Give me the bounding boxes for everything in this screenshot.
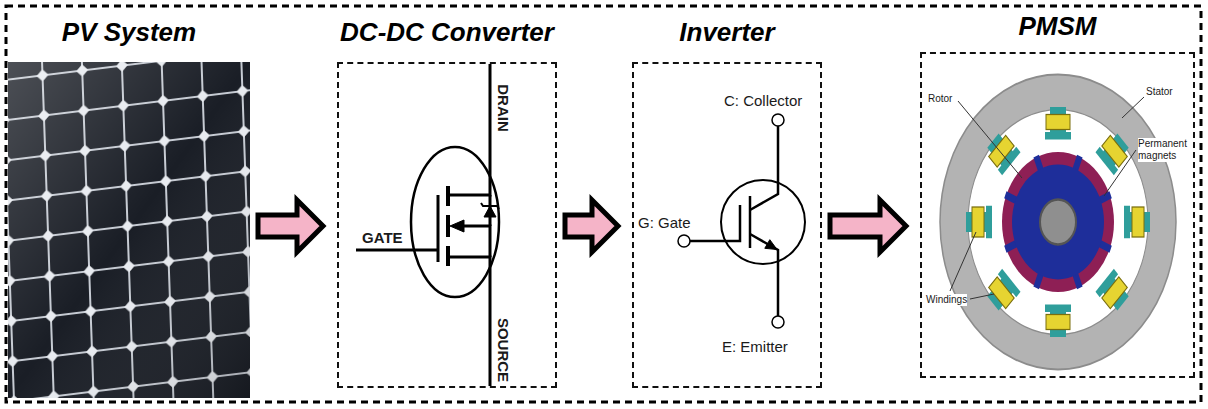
pmsm-drawing	[1095, 129, 1132, 175]
pin-name: GATE	[362, 229, 403, 247]
igbt-symbol	[690, 205, 740, 241]
pmsm-drawing	[1045, 305, 1071, 338]
igbt-symbol	[772, 114, 784, 126]
terminal-name: G: Gate	[638, 214, 691, 232]
pmsm-drawing	[1102, 135, 1127, 167]
pmsm-drawing	[972, 207, 984, 237]
flow-arrow	[565, 200, 618, 252]
terminal-name: E: Emitter	[722, 338, 788, 356]
igbt-symbol	[678, 235, 690, 247]
pmsm-drawing	[966, 206, 992, 239]
pmsm-drawing	[1004, 155, 1112, 290]
solar-panel-picture	[8, 62, 250, 398]
flow-arrow	[258, 200, 323, 252]
igbt-symbol	[721, 180, 805, 264]
panel-frame	[8, 62, 250, 398]
mosfet-symbol	[484, 206, 496, 217]
pmsm-drawing	[984, 129, 1021, 175]
solar-panel-picture	[8, 62, 250, 398]
pmsm-drawing	[1124, 206, 1130, 239]
pmsm-drawing	[1095, 269, 1132, 315]
leader-lines	[1104, 150, 1136, 196]
igbt-symbol	[772, 316, 784, 328]
stage-panel: PMSM	[920, 10, 1195, 378]
igbt-symbol	[750, 126, 778, 210]
stage-panel: Inverter	[632, 16, 822, 388]
pin-name: DRAIN	[494, 84, 512, 132]
igbt-symbol	[765, 240, 777, 250]
mosfet-symbol	[356, 249, 438, 252]
terminal-name: C: Collector	[724, 92, 802, 110]
mosfet-symbol	[411, 147, 499, 297]
pmsm-drawing	[984, 269, 1021, 315]
pmsm-drawing	[940, 75, 1176, 370]
pmsm-drawing	[1132, 207, 1144, 237]
panel-heading: DC-DC Converter	[340, 16, 554, 48]
mosfet-symbol	[448, 64, 490, 195]
leader-lines	[958, 101, 1022, 178]
leader-lines	[970, 294, 994, 299]
igbt-symbol	[678, 114, 805, 328]
pmsm-drawing	[989, 277, 1014, 309]
igbt-symbol	[750, 234, 778, 316]
mosfet-symbol	[450, 220, 464, 232]
solar-panel-picture	[8, 62, 250, 398]
pmsm-drawing	[1002, 152, 1114, 292]
outer-border	[6, 6, 1201, 402]
panel-frame	[920, 52, 1195, 378]
stage-panel: DC-DC Converter	[336, 16, 558, 388]
mosfet-symbol	[481, 203, 499, 209]
pmsm-drawing	[1045, 107, 1071, 140]
pmsm-drawing	[968, 110, 1148, 335]
leader-lines	[1122, 97, 1144, 118]
mosfet-symbol	[356, 64, 499, 386]
igbt-symbol	[749, 196, 752, 248]
pmsm-drawing	[1102, 277, 1127, 309]
pmsm-drawing	[1124, 206, 1150, 239]
pmsm-drawing	[1045, 305, 1071, 313]
part-name: Stator	[1146, 86, 1173, 98]
part-name: Windings	[926, 294, 967, 306]
pmsm-drawing	[1046, 315, 1070, 330]
solar-panel-picture	[8, 62, 250, 398]
pmsm-drawing	[1045, 132, 1071, 140]
panel-heading: PMSM	[1019, 10, 1097, 42]
part-name: Rotor	[928, 93, 952, 105]
pmsm-drawing	[989, 135, 1014, 167]
pmsm-drawing	[1046, 115, 1070, 130]
part-name: Permanent magnets	[1138, 138, 1192, 162]
mosfet-symbol	[448, 257, 490, 386]
panel-heading: Inverter	[679, 16, 774, 48]
leader-lines	[950, 97, 1144, 299]
panel-frame	[337, 62, 557, 388]
pmsm-drawing	[986, 206, 992, 239]
leader-lines	[950, 232, 976, 291]
pin-name: SOURCE	[494, 318, 512, 382]
pmsm-drawing	[1012, 165, 1104, 280]
pmsm-drawing	[1040, 200, 1076, 245]
pmsm-drawing	[940, 75, 1176, 370]
panel-heading: PV System	[62, 16, 196, 48]
mosfet-symbol	[437, 195, 440, 262]
stage-panel: PV System	[8, 16, 250, 398]
flow-arrow	[830, 200, 906, 252]
